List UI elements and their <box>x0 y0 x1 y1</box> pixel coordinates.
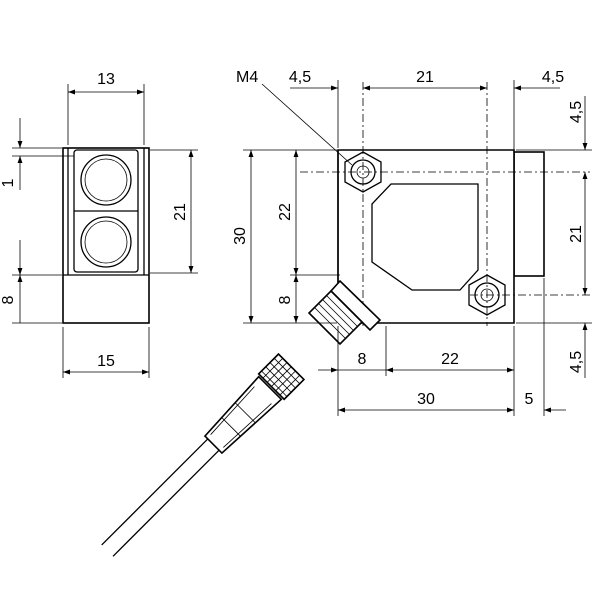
angled-connector <box>307 279 382 346</box>
dim-side-bottom-connector: 8 <box>358 351 367 368</box>
dim-front-width-bottom: 15 <box>97 353 115 370</box>
dim-side-connector-height: 8 <box>277 295 294 304</box>
dim-front-width-top: 13 <box>97 71 115 88</box>
dim-side-top-left: 4,5 <box>289 69 311 86</box>
dim-front-base-height: 8 <box>0 295 17 304</box>
dim-side-right-top: 4,5 <box>568 101 585 123</box>
cable-plug <box>101 352 306 557</box>
lens-window <box>73 149 139 273</box>
front-view: 13 15 1 8 21 <box>0 71 198 378</box>
dim-side-hole-spacing-h: 21 <box>416 69 434 86</box>
dim-front-lens-height: 21 <box>172 203 189 221</box>
side-view: 4,5 21 4,5 M4 4,5 21 4,5 30 22 8 8 22 <box>232 69 592 416</box>
dim-side-connector-length: 5 <box>525 391 534 408</box>
dim-side-overall-height: 30 <box>232 227 249 245</box>
dim-side-overall-width: 30 <box>417 391 435 408</box>
dim-side-bottom-width: 22 <box>441 351 459 368</box>
knurl-pattern <box>261 358 300 397</box>
thread-label: M4 <box>236 69 258 86</box>
dim-side-upper-height: 22 <box>277 203 294 221</box>
dim-side-top-right: 4,5 <box>542 69 564 86</box>
dim-front-lens-offset: 1 <box>0 178 17 187</box>
dim-side-right-bottom: 4,5 <box>568 351 585 373</box>
dim-side-hole-spacing-v: 21 <box>568 225 585 243</box>
